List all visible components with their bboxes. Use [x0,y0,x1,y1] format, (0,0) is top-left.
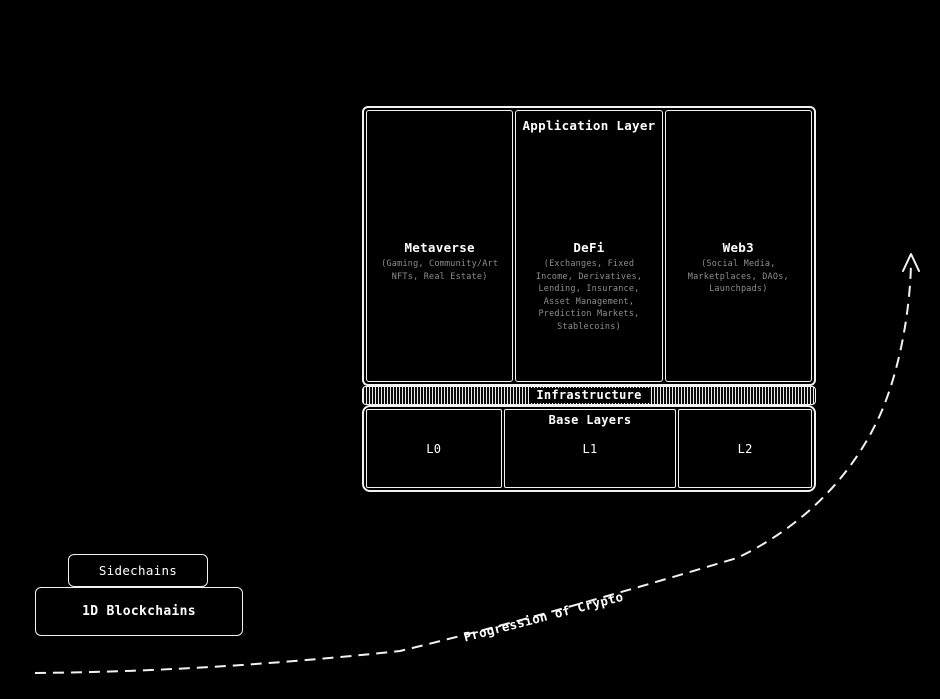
base-cell-l0: L0 [366,409,502,488]
base-layers-title: Base Layers [548,413,632,427]
base-cell-l2: L2 [678,409,812,488]
application-column-web3: Web3 (Social Media, Marketplaces, DAOs, … [664,110,812,382]
defi-text-block: DeFi (Exchanges, Fixed Income, Derivativ… [518,240,659,333]
l2-label: L2 [737,441,753,456]
base-cell-l1: Base Layers L1 [503,409,677,488]
l1-label: L1 [582,441,598,456]
metaverse-subtitle: (Gaming, Community/Art NFTs, Real Estate… [381,259,499,282]
infrastructure-band: Infrastructure [362,386,816,405]
infrastructure-label: Infrastructure [529,388,649,403]
sidechains-label: Sidechains [98,563,178,578]
metaverse-title: Metaverse [404,240,475,255]
web3-text-block: Web3 (Social Media, Marketplaces, DAOs, … [668,240,809,296]
arrow-up-icon [902,253,920,272]
metaverse-text-block: Metaverse (Gaming, Community/Art NFTs, R… [369,240,510,283]
defi-title: DeFi [573,240,605,255]
web3-title: Web3 [722,240,754,255]
application-column-defi: Application Layer DeFi (Exchanges, Fixed… [515,110,663,382]
application-layer-title: Application Layer [522,118,656,133]
progression-label: Progression of Crypto [462,588,625,645]
blockchains-label: 1D Blockchains [82,604,196,619]
base-layers-container: L0 Base Layers L1 L2 [362,405,816,492]
web3-subtitle: (Social Media, Marketplaces, DAOs, Launc… [687,259,789,294]
l0-label: L0 [426,441,442,456]
defi-subtitle: (Exchanges, Fixed Income, Derivatives, L… [535,259,643,332]
application-column-metaverse: Metaverse (Gaming, Community/Art NFTs, R… [366,110,514,382]
blockchains-box: 1D Blockchains [35,587,243,636]
application-layer-container: Metaverse (Gaming, Community/Art NFTs, R… [362,106,816,386]
sidechains-box: Sidechains [68,554,208,587]
